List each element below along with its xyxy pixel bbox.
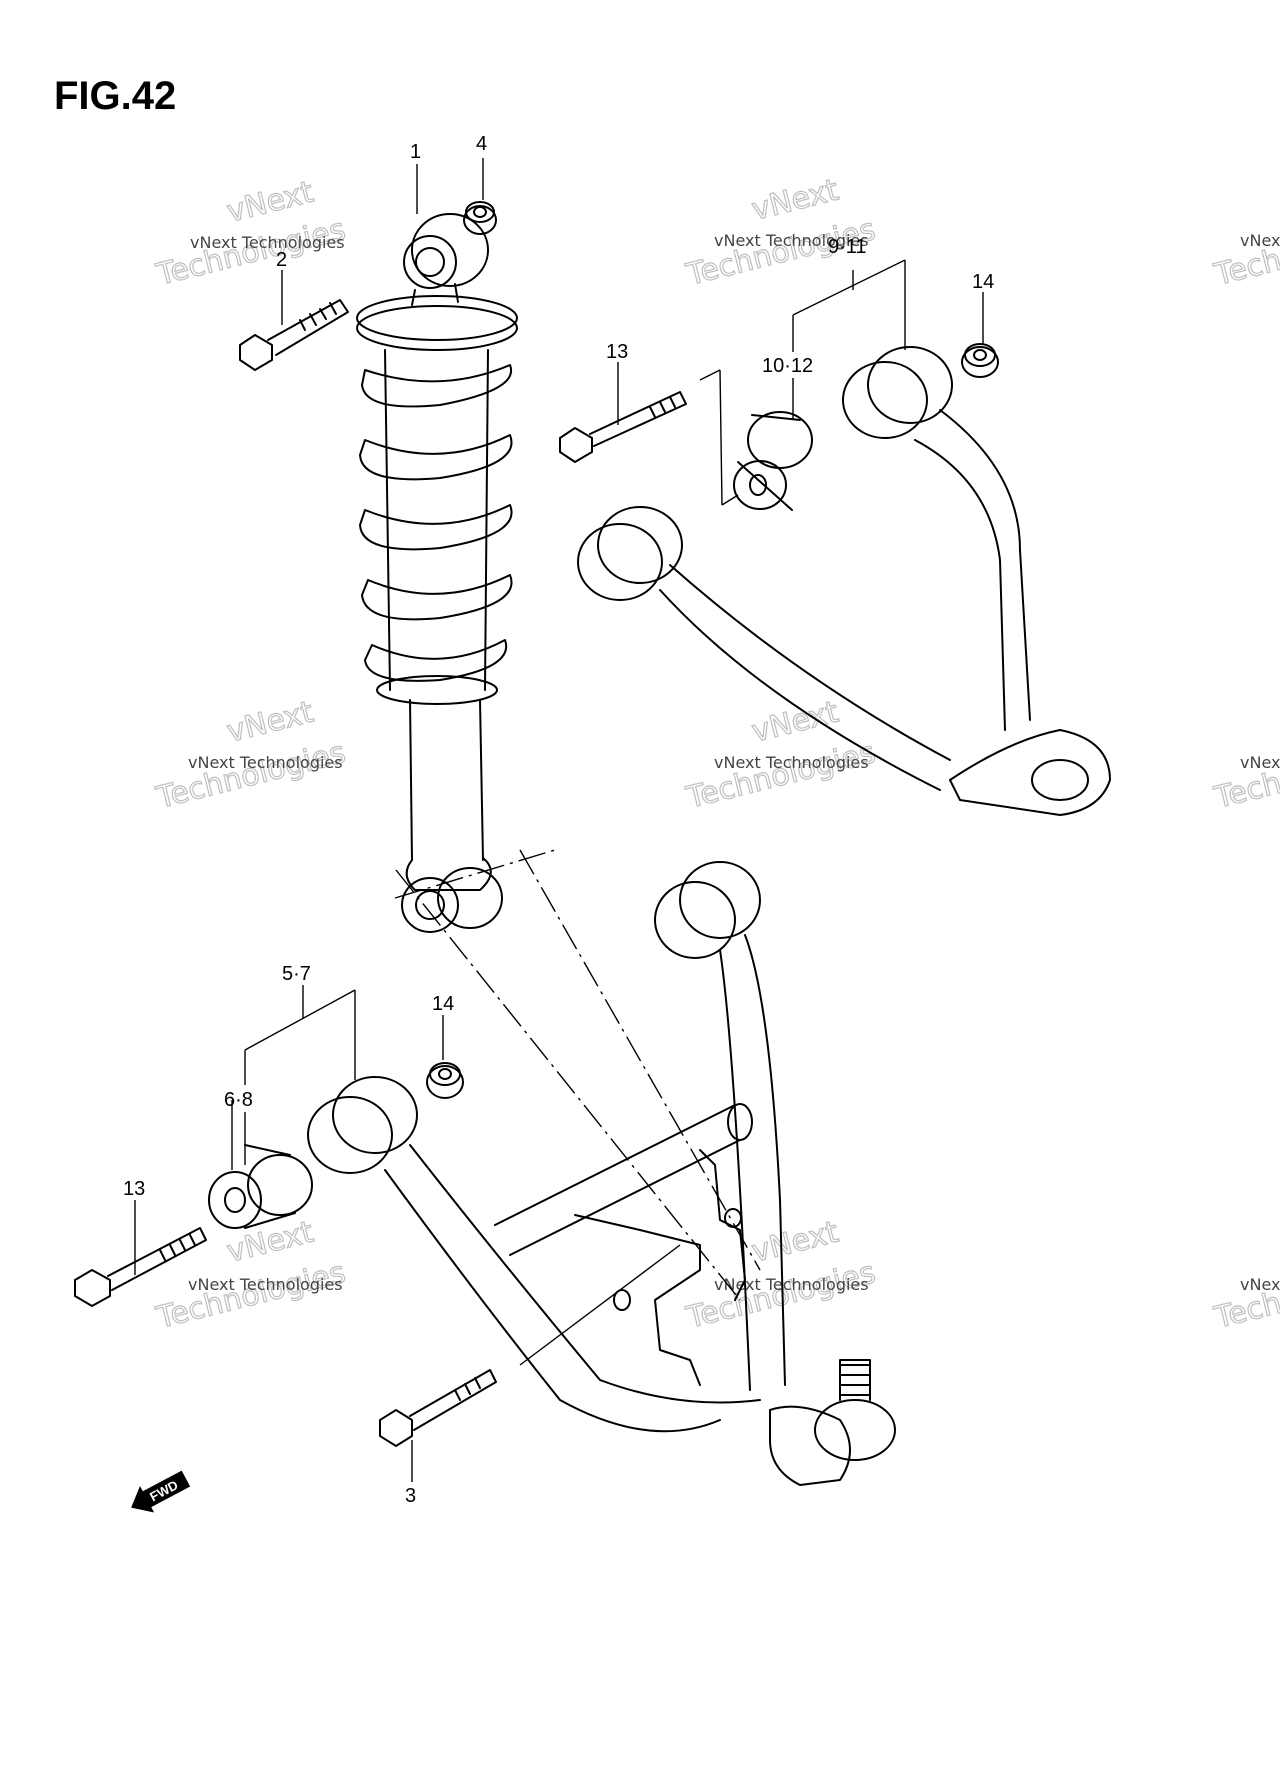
svg-text:Technologies: Technologies [1210,735,1280,816]
callout-14-lower: 14 [432,993,454,1015]
callout-4: 4 [476,133,487,155]
svg-text:vNext: vNext [748,173,842,228]
watermark-low-right: vNext Technologies Technologies [1210,1255,1280,1337]
forward-arrow-icon: FWD [131,1470,191,1513]
watermark-top-center: vNext Technologies vNext Technologies [682,172,880,294]
svg-text:vNext Technologies: vNext Technologies [1240,753,1280,772]
svg-text:Technologies: Technologies [152,735,348,816]
figure-title: FIG.42 [54,74,177,118]
svg-text:vNext Technologies: vNext Technologies [188,1275,343,1294]
watermark-top-right: vNext Technologies Technologies [1210,212,1280,294]
svg-text:vNext Technologies: vNext Technologies [1240,1275,1280,1294]
svg-text:vNext: vNext [223,695,317,750]
callout-1: 1 [410,141,421,163]
callout-13-lower: 13 [123,1178,145,1200]
svg-text:vNext Technologies: vNext Technologies [714,231,869,250]
svg-text:Technologies: Technologies [1210,212,1280,293]
upper-arm-drawing [577,346,1111,816]
bushing-lower-drawing [208,1144,313,1229]
assembly-lines [231,369,761,1366]
bolt-13-upper-drawing [559,391,687,463]
watermark-mid-left: vNext Technologies vNext Technologies [152,694,350,817]
nut-14-lower-drawing [426,1062,464,1099]
svg-text:vNext Technologies: vNext Technologies [714,753,869,772]
svg-text:vNext Technologies: vNext Technologies [1240,231,1280,250]
watermark-mid-center: vNext Technologies vNext Technologies [682,694,880,817]
bolt-2-drawing [239,299,349,371]
svg-text:vNext Technologies: vNext Technologies [714,1275,869,1294]
svg-text:vNext: vNext [748,695,842,750]
bushing-upper-drawing [733,411,813,511]
callout-14-upper: 14 [972,271,994,293]
svg-text:Technologies: Technologies [152,1255,348,1336]
shock-absorber-drawing [356,213,518,933]
callout-5-7: 5·7 [282,963,311,985]
svg-text:Technologies: Technologies [682,1255,878,1336]
svg-text:Technologies: Technologies [1210,1255,1280,1336]
lower-arm-drawing [307,861,896,1486]
callout-13-upper: 13 [606,341,628,363]
watermark-low-left: vNext Technologies vNext Technologies [152,1214,350,1337]
svg-text:vNext: vNext [223,1215,317,1270]
svg-text:vNext Technologies: vNext Technologies [190,233,345,252]
bolt-13-lower-drawing [74,1227,207,1307]
nut-14-upper-drawing [961,343,999,378]
svg-text:vNext Technologies: vNext Technologies [188,753,343,772]
callout-leaders [134,158,984,1482]
svg-text:Technologies: Technologies [682,735,878,816]
svg-text:vNext: vNext [748,1215,842,1270]
callout-10-12: 10·12 [762,355,813,377]
nut-4-drawing [463,201,497,235]
watermark-top-left: vNext Technologies vNext Technologies [152,174,350,294]
bolt-3-drawing [379,1369,497,1447]
callout-2: 2 [276,249,287,271]
callout-3: 3 [405,1485,416,1507]
watermark-mid-right: vNext Technologies Technologies [1210,735,1280,817]
callout-6-8: 6·8 [224,1089,253,1111]
callout-9-11: 9·11 [828,236,867,258]
